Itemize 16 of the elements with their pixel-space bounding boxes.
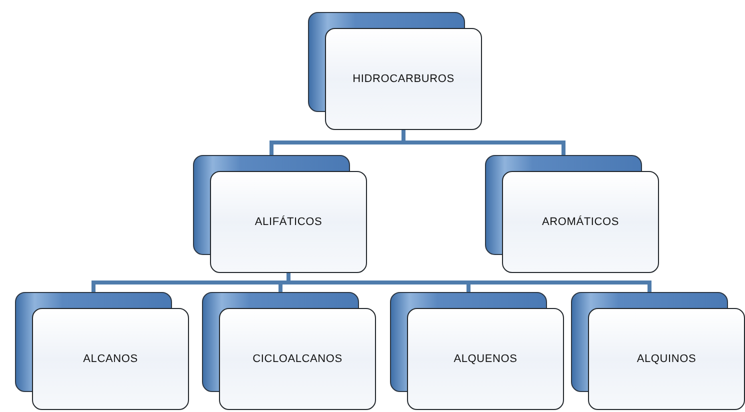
node-label: AROMÁTICOS (502, 171, 659, 273)
node-label: CICLOALCANOS (219, 308, 376, 410)
stacked-card (308, 12, 482, 130)
node-label: ALIFÁTICOS (210, 171, 367, 273)
node-label: ALCANOS (32, 308, 189, 410)
node-label: ALQUINOS (588, 308, 745, 410)
stacked-card (193, 155, 367, 273)
stacked-card (15, 292, 189, 410)
node-label: HIDROCARBUROS (325, 28, 482, 130)
connector-line (286, 273, 652, 292)
node-label: ALQUENOS (407, 308, 564, 410)
stacked-card (485, 155, 659, 273)
connector-line (402, 130, 566, 155)
stacked-card (390, 292, 564, 410)
stacked-card (202, 292, 376, 410)
stacked-card (571, 292, 745, 410)
